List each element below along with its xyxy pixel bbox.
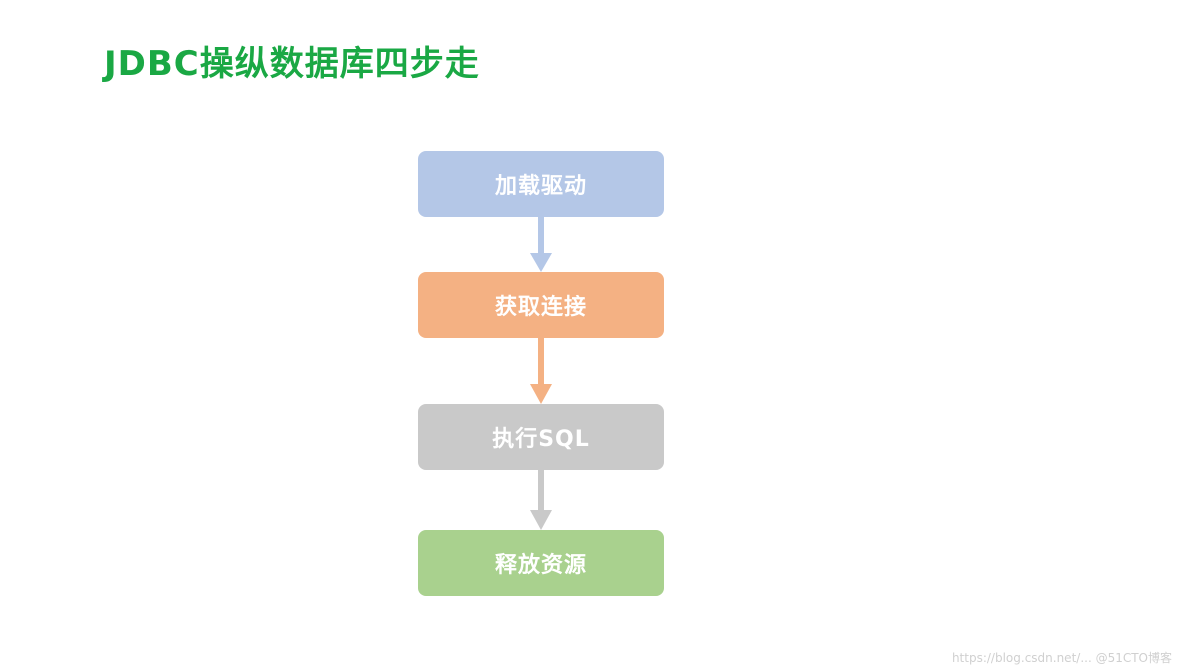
step-execute-sql: 执行SQL bbox=[418, 404, 664, 470]
step-label: 加载驱动 bbox=[494, 174, 587, 199]
arrow-shaft bbox=[538, 217, 544, 255]
arrow-shaft bbox=[538, 338, 544, 386]
arrow-head bbox=[530, 510, 552, 530]
step-release-resources: 释放资源 bbox=[418, 530, 664, 596]
arrow-down-icon bbox=[530, 217, 552, 272]
step-load-driver: 加载驱动 bbox=[418, 151, 664, 217]
arrow-down-icon bbox=[530, 470, 552, 530]
step-label: 获取连接 bbox=[494, 295, 587, 320]
watermark: https://blog.csdn.net/... @51CTO博客 bbox=[951, 651, 1172, 665]
step-label: 执行SQL bbox=[492, 427, 590, 452]
arrow-down-icon bbox=[530, 338, 552, 404]
step-get-connection: 获取连接 bbox=[418, 272, 664, 338]
slide-title: JDBC操纵数据库四步走 bbox=[104, 44, 480, 84]
step-label: 释放资源 bbox=[494, 553, 587, 578]
arrow-head bbox=[530, 384, 552, 404]
arrow-head bbox=[530, 253, 552, 272]
arrow-shaft bbox=[538, 470, 544, 512]
